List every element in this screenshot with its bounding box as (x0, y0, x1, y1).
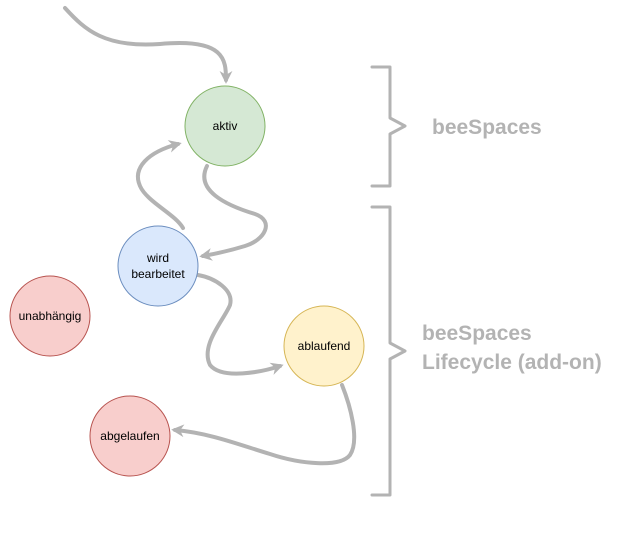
node-wird-bearbeitet-label-line2: bearbeitet (131, 267, 185, 281)
node-ablaufend[interactable]: ablaufend (283, 305, 365, 387)
node-unabhaengig[interactable]: unabhängig (9, 275, 91, 357)
node-aktiv[interactable]: aktiv (184, 85, 266, 167)
node-unabhaengig-circle (9, 275, 91, 357)
node-abgelaufen[interactable]: abgelaufen (89, 395, 171, 477)
edge-bearbeitet-to-aktiv (136, 140, 185, 230)
node-abgelaufen-circle (89, 395, 171, 477)
group-label-lifecycle-line2: Lifecycle (add-on) (422, 351, 602, 374)
node-wird-bearbeitet-circle (117, 225, 199, 307)
group-label-lifecycle-line1: beeSpaces (422, 322, 532, 345)
brace-lifecycle (370, 205, 407, 497)
edge-ablaufend-to-abgelaufen (171, 383, 357, 466)
node-aktiv-label: aktiv (213, 119, 238, 133)
node-ablaufend-label: ablaufend (298, 339, 351, 353)
node-wird-bearbeitet[interactable]: wird bearbeitet (117, 225, 199, 307)
node-abgelaufen-label: abgelaufen (100, 429, 159, 443)
edge-bearbeitet-to-ablaufend (196, 273, 284, 376)
node-unabhaengig-label: unabhängig (19, 309, 82, 323)
group-label-beespaces: beeSpaces (432, 116, 542, 139)
node-wird-bearbeitet-label-line1: wird (146, 251, 169, 265)
node-aktiv-circle (184, 85, 266, 167)
brace-beespaces (370, 65, 407, 188)
edge-start-to-aktiv (63, 6, 233, 84)
edge-aktiv-to-bearbeitet (199, 164, 268, 261)
node-ablaufend-circle (283, 305, 365, 387)
